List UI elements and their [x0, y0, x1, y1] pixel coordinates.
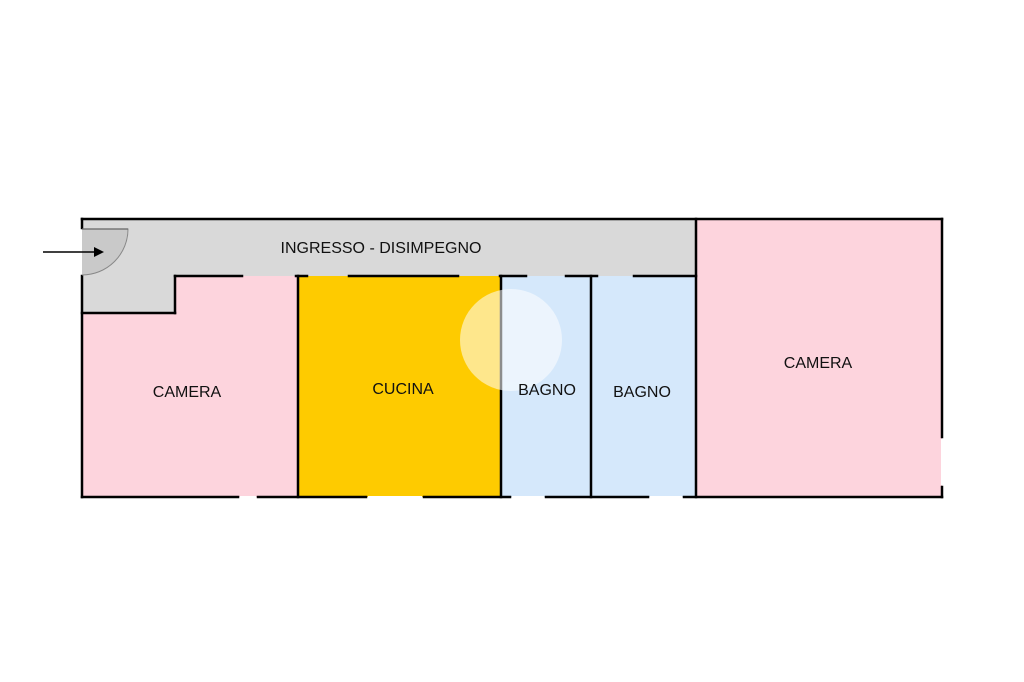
watermark-logo-icon	[460, 289, 562, 391]
label-bathroom-2: BAGNO	[613, 384, 671, 401]
label-hallway: INGRESSO - DISIMPEGNO	[281, 240, 482, 257]
label-bathroom-1: BAGNO	[518, 382, 576, 399]
label-bedroom-left: CAMERA	[153, 384, 222, 401]
label-kitchen: CUCINA	[372, 381, 434, 398]
room-kitchen	[299, 276, 501, 497]
room-bathroom-2	[592, 276, 696, 497]
label-bedroom-right: CAMERA	[784, 355, 853, 372]
room-hallway	[82, 219, 696, 313]
room-bedroom-left	[82, 276, 298, 497]
entrance-arrow-icon	[43, 247, 104, 257]
windows	[240, 439, 943, 498]
door-swing-icon	[81, 228, 129, 276]
walls	[80, 217, 944, 499]
room-bedroom-right	[696, 219, 942, 497]
